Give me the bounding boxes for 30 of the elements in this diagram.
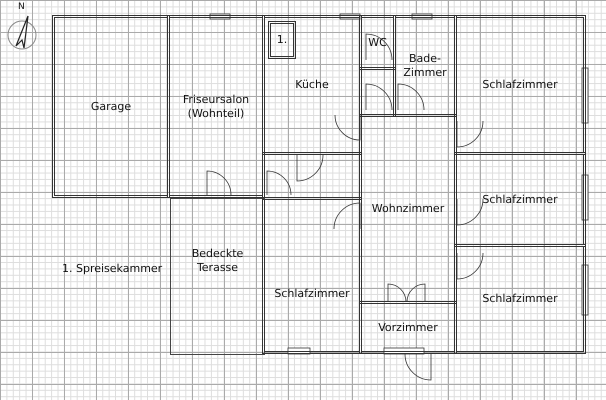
room-outline [359,67,396,117]
terrace-outline [170,198,265,355]
room-outline [454,15,586,155]
room-outline [167,15,265,198]
room-outline [262,15,362,155]
room-label: WC [368,36,387,50]
room-label: Schlafzimmer [482,78,558,92]
north-label: N [18,2,25,12]
room-label: Küche [295,78,329,92]
room-label: Schlafzimmer [274,287,350,301]
room-outline [268,21,296,59]
room-outline [359,15,396,70]
room-outline [359,114,457,304]
room-outline [454,244,586,354]
room-label: Bade-Zimmer [402,52,448,80]
room-outline [262,197,362,354]
room-label: Vorzimmer [378,320,438,334]
room-outline [454,152,586,247]
room-label: 1. Spreisekammer [62,262,162,275]
room-label: Wohnzimmer [372,202,444,216]
room-outline [393,15,457,117]
room-label: Friseursalon (Wohnteil) [182,92,250,120]
room-label: Schlafzimmer [482,292,558,306]
room-outline [262,152,362,200]
room-outline [52,15,170,198]
room-outline [359,301,457,354]
room-label: 1. [276,33,288,47]
room-label: Bedeckte Terasse [190,247,244,275]
room-label: Schlafzimmer [482,192,558,206]
room-label: Garage [90,100,132,114]
